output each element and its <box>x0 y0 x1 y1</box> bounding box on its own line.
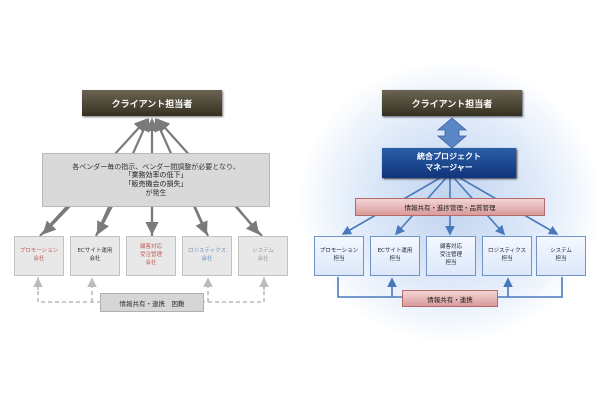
right-bottom-connectors <box>337 277 563 298</box>
arrow-down-4 <box>192 205 208 236</box>
management-bar-label: 情報共有・進捗管理・品質管理 <box>404 204 496 212</box>
issue-line-3: 「販売機会の損失」 <box>124 180 188 188</box>
left-client-label: クライアント担当者 <box>111 99 193 110</box>
left-bottom-box: 情報共有・連携 困難 <box>100 293 204 312</box>
vendor-label: 担当 <box>445 259 457 266</box>
vendor-label: 担当 <box>389 256 401 262</box>
vendor-label: 担当 <box>501 256 513 262</box>
arrow-down-5 <box>235 205 260 235</box>
left-vendor-customer: 顧客対応 受注管理 会社 <box>126 236 176 276</box>
vendor-label: 担当 <box>555 256 567 262</box>
vendor-label: 会社 <box>145 259 157 266</box>
project-manager-box: 統合プロジェクト マネージャー <box>382 148 516 178</box>
right-vendor-customer: 顧客対応 受注管理 担当 <box>426 236 476 276</box>
right-vendor-promotion: プロモーション 担当 <box>314 236 364 276</box>
issue-line-1: 各ベンダー毎の指示、ベンダー間調整が必要となり、 <box>72 162 240 171</box>
arrow-down-1 <box>42 205 71 235</box>
right-vendor-ec: ECサイト運用 担当 <box>370 236 420 276</box>
vendor-label: 担当 <box>333 256 345 262</box>
left-vendor-promotion: プロモーション 会社 <box>14 236 64 276</box>
vendor-label: 受注管理 <box>439 252 462 259</box>
vendor-label: プロモーション <box>319 248 359 255</box>
left-client-box: クライアント担当者 <box>82 90 222 116</box>
vendor-label: ECサイト運用 <box>377 248 413 255</box>
vendor-label: 会社 <box>257 256 269 262</box>
sharing-bar: 情報共有・連携 <box>402 290 498 307</box>
issue-line-4: が発生 <box>145 188 167 197</box>
vendor-label: ロジスティクス <box>487 248 526 255</box>
left-vendor-ec: ECサイト運用 会社 <box>70 236 120 276</box>
vendor-label: システム <box>252 248 274 255</box>
left-downward-arrows <box>42 205 260 236</box>
right-client-box: クライアント担当者 <box>382 90 522 116</box>
sharing-bar-label: 情報共有・連携 <box>427 295 473 304</box>
pm-line-2: マネージャー <box>425 163 473 172</box>
arrow-down-2 <box>96 205 113 235</box>
vendor-label: システム <box>550 248 572 255</box>
vendor-label: 顧客対応 <box>439 244 462 251</box>
left-vendor-system: システム 会社 <box>238 236 288 276</box>
right-vendor-system: システム 担当 <box>536 236 586 276</box>
vendor-label: 会社 <box>201 256 213 262</box>
right-client-label: クライアント担当者 <box>411 99 493 110</box>
issue-line-2: 「業務効率の低下」 <box>124 171 188 180</box>
vendor-label: 会社 <box>89 256 101 262</box>
left-dashed-connectors <box>33 277 269 303</box>
vendor-label: 受注管理 <box>139 252 162 259</box>
right-double-arrow <box>436 117 468 149</box>
vendor-label: 会社 <box>33 256 45 262</box>
vendor-label: ロジスティクス <box>187 248 226 255</box>
right-vendor-logistics: ロジスティクス 担当 <box>482 236 532 276</box>
left-issue-box: 各ベンダー毎の指示、ベンダー間調整が必要となり、 「業務効率の低下」 「販売機会… <box>42 153 270 207</box>
vendor-label: プロモーション <box>19 248 59 255</box>
left-vendor-logistics: ロジスティクス 会社 <box>182 236 232 276</box>
vendor-label: 顧客対応 <box>139 244 162 251</box>
pm-line-1: 統合プロジェクト <box>417 152 481 162</box>
management-bar: 情報共有・進捗管理・品質管理 <box>355 198 545 216</box>
vendor-label: ECサイト運用 <box>77 248 113 255</box>
left-bottom-label: 情報共有・連携 困難 <box>119 299 185 308</box>
